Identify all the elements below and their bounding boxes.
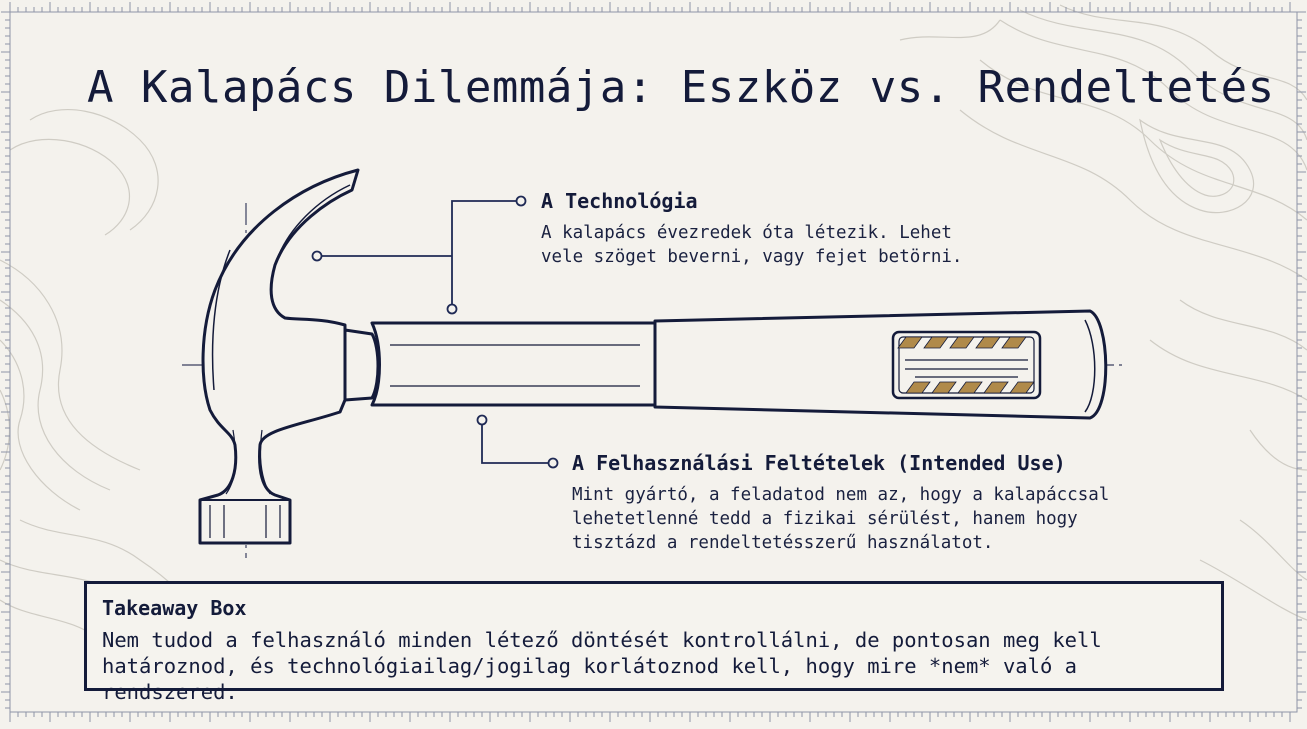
takeaway-text: Nem tudod a felhasználó minden létező dö… (102, 628, 1102, 704)
hammer-head (198, 168, 360, 545)
takeaway-heading: Takeaway Box (102, 596, 247, 620)
intended-use-leader-line (476, 414, 559, 469)
page-title: A Kalapács Dilemmája: Eszköz vs. Rendelt… (87, 62, 1275, 113)
intended-use-callout-text: Mint gyártó, a feladatod nem az, hogy a … (572, 485, 1110, 553)
technology-callout-text: A kalapács évezredek óta létezik. Lehet … (541, 223, 963, 267)
technology-leader-line (311, 195, 527, 315)
intended-use-callout-title: A Felhasználási Feltételek (Intended Use… (572, 451, 1066, 475)
technology-callout-title: A Technológia (541, 189, 698, 213)
grip-label-plate (891, 330, 1042, 400)
takeaway-box: Takeaway Box Nem tudod a felhasználó min… (84, 581, 1224, 704)
